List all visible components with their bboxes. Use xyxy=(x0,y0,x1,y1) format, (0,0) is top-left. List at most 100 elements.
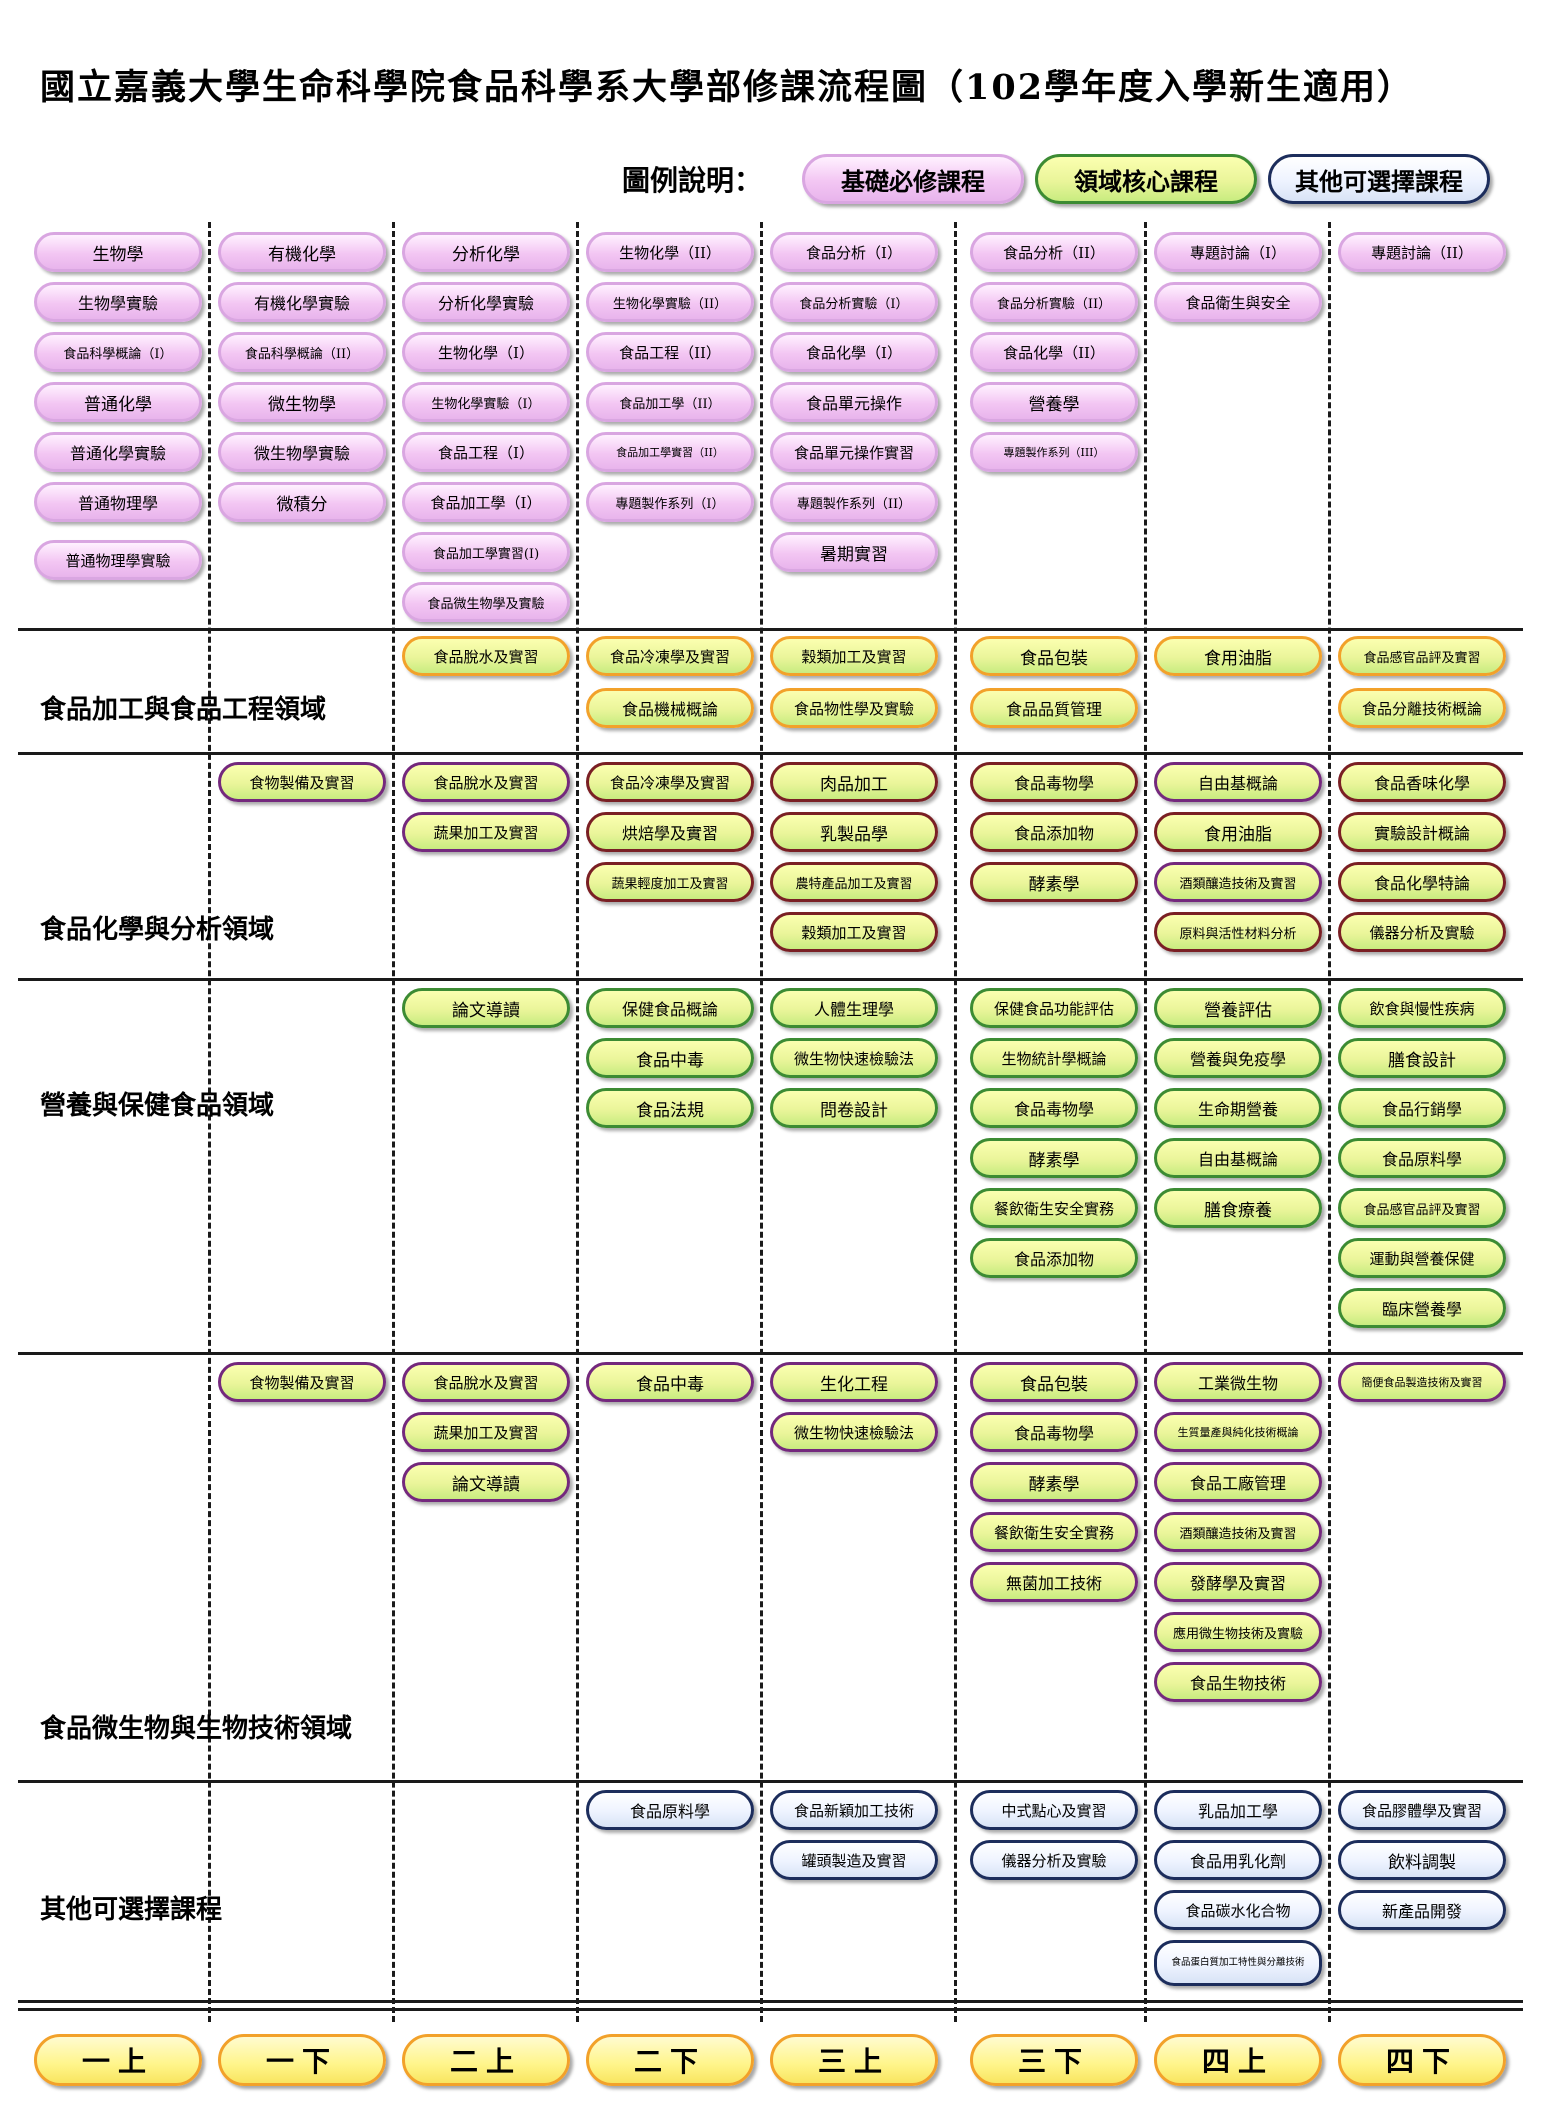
course-electives: 食品碳水化合物 xyxy=(1154,1890,1322,1930)
course-label: 有機化學 xyxy=(268,244,336,265)
course-label: 食品科學概論（I） xyxy=(63,346,173,362)
course-label: 酒類釀造技術及實習 xyxy=(1179,1526,1297,1542)
course-nutrition: 人體生理學 xyxy=(770,988,938,1028)
course-processing: 食品感官品評及實習 xyxy=(1338,636,1506,676)
course-label: 營養與免疫學 xyxy=(1189,1050,1286,1069)
course-label: 酵素學 xyxy=(1028,1150,1080,1171)
course-label: 罐頭製造及實習 xyxy=(801,1851,907,1870)
course-microbiology: 餐飲衛生安全實務 xyxy=(970,1512,1138,1552)
course-processing: 食品機械概論 xyxy=(586,688,754,728)
course-required: 分析化學 xyxy=(402,232,570,272)
course-label: 人體生理學 xyxy=(813,1000,894,1019)
course-required: 食品分析實驗（II） xyxy=(970,282,1138,322)
course-processing: 食品包裝 xyxy=(970,636,1138,676)
course-required: 普通物理學實驗 xyxy=(34,540,202,580)
course-label: 食用油脂 xyxy=(1204,648,1272,669)
course-label: 有機化學實驗 xyxy=(253,294,350,313)
course-label: 食品蛋白質加工特性與分離技術 xyxy=(1171,1956,1305,1968)
row-divider xyxy=(18,1352,1523,1355)
course-nutrition: 自由基概論 xyxy=(1154,1138,1322,1178)
course-nutrition: 生命期營養 xyxy=(1154,1088,1322,1128)
course-processing: 食品脫水及實習 xyxy=(402,636,570,676)
course-chemistry: 食物製備及實習 xyxy=(218,762,386,802)
course-microbiology: 無菌加工技術 xyxy=(970,1562,1138,1602)
course-label: 食品微生物學及實驗 xyxy=(427,596,545,612)
course-microbiology: 簡便食品製造技術及實習 xyxy=(1338,1362,1506,1402)
course-label: 食品工程（II） xyxy=(619,343,721,362)
row-divider xyxy=(18,628,1523,631)
course-label: 食品脫水及實習 xyxy=(433,647,539,666)
course-label: 食用油脂 xyxy=(1204,824,1272,845)
course-label: 食品冷凍學及實習 xyxy=(609,647,730,666)
course-electives: 食品用乳化劑 xyxy=(1154,1840,1322,1880)
course-label: 中式點心及實習 xyxy=(1001,1801,1107,1820)
course-required: 有機化學實驗 xyxy=(218,282,386,322)
course-required: 專題製作系列（II） xyxy=(770,482,938,522)
course-label: 食物製備及實習 xyxy=(249,773,355,792)
course-label: 穀類加工及實習 xyxy=(801,647,907,666)
course-chemistry: 食品添加物 xyxy=(970,812,1138,852)
legend-basic-required: 基礎必修課程 xyxy=(802,154,1024,204)
course-label: 食品物性學及實驗 xyxy=(793,699,914,718)
course-chemistry: 穀類加工及實習 xyxy=(770,912,938,952)
course-label: 發酵學及實習 xyxy=(1189,1574,1286,1593)
course-required: 食品分析（I） xyxy=(770,232,938,272)
course-label: 論文導讀 xyxy=(452,1000,520,1021)
course-microbiology: 生質量產與純化技術概論 xyxy=(1154,1412,1322,1452)
course-label: 酒類釀造技術及實習 xyxy=(1179,876,1297,892)
course-label: 食品原料學 xyxy=(1381,1150,1462,1169)
course-label: 食品工廠管理 xyxy=(1189,1474,1286,1493)
course-chemistry: 食品冷凍學及實習 xyxy=(586,762,754,802)
course-required: 專題製作系列（III） xyxy=(970,432,1138,472)
row-divider xyxy=(18,978,1523,981)
course-label: 食物製備及實習 xyxy=(249,1373,355,1392)
term-3-first: 三上 xyxy=(770,2034,938,2086)
course-label: 微生物學實驗 xyxy=(253,444,350,463)
row-divider xyxy=(18,2000,1523,2003)
course-label: 食品香味化學 xyxy=(1373,774,1470,793)
course-required: 生物化學實驗（I） xyxy=(402,382,570,422)
course-label: 簡便食品製造技術及實習 xyxy=(1361,1376,1483,1389)
course-required: 普通化學 xyxy=(34,382,202,422)
course-label: 生物統計學概論 xyxy=(1001,1049,1107,1068)
course-label: 專題討論（I） xyxy=(1190,243,1286,262)
course-nutrition: 餐飲衛生安全實務 xyxy=(970,1188,1138,1228)
course-label: 自由基概論 xyxy=(1197,774,1278,793)
course-label: 食品化學（II） xyxy=(1003,343,1105,362)
course-required: 暑期實習 xyxy=(770,532,938,572)
course-nutrition: 食品行銷學 xyxy=(1338,1088,1506,1128)
domain-label-other: 其他可選擇課程 xyxy=(40,1895,223,1925)
course-required: 微積分 xyxy=(218,482,386,522)
course-microbiology: 食品毒物學 xyxy=(970,1412,1138,1452)
course-chemistry: 酵素學 xyxy=(970,862,1138,902)
course-label: 蔬果加工及實習 xyxy=(433,1423,539,1442)
course-label: 食品感官品評及實習 xyxy=(1363,1202,1481,1218)
course-chemistry: 蔬果輕度加工及實習 xyxy=(586,862,754,902)
course-label: 應用微生物技術及實驗 xyxy=(1172,1626,1303,1642)
page-title: 國立嘉義大學生命科學院食品科學系大學部修課流程圖（102學年度入學新生適用） xyxy=(40,67,1415,108)
course-label: 酵素學 xyxy=(1028,1474,1080,1495)
course-required: 食品微生物學及實驗 xyxy=(402,582,570,622)
course-label: 食品碳水化合物 xyxy=(1185,1901,1291,1920)
course-required: 食品化學（I） xyxy=(770,332,938,372)
term-4-first: 四上 xyxy=(1154,2034,1322,2086)
course-label: 食品毒物學 xyxy=(1013,774,1094,793)
course-label: 穀類加工及實習 xyxy=(801,923,907,942)
course-electives: 新產品開發 xyxy=(1338,1890,1506,1930)
course-required: 食品加工學（I） xyxy=(402,482,570,522)
course-required: 食品工程（II） xyxy=(586,332,754,372)
course-required: 有機化學 xyxy=(218,232,386,272)
course-nutrition: 膳食設計 xyxy=(1338,1038,1506,1078)
course-required: 食品加工學（II） xyxy=(586,382,754,422)
course-electives: 儀器分析及實驗 xyxy=(970,1840,1138,1880)
course-label: 普通化學實驗 xyxy=(69,444,166,463)
course-microbiology: 蔬果加工及實習 xyxy=(402,1412,570,1452)
course-nutrition: 生物統計學概論 xyxy=(970,1038,1138,1078)
course-nutrition: 微生物快速檢驗法 xyxy=(770,1038,938,1078)
course-label: 乳品加工學 xyxy=(1197,1802,1278,1821)
row-divider xyxy=(18,2008,1523,2011)
course-microbiology: 論文導讀 xyxy=(402,1462,570,1502)
course-chemistry: 農特產品加工及實習 xyxy=(770,862,938,902)
course-label: 食品毒物學 xyxy=(1013,1424,1094,1443)
course-label: 實驗設計概論 xyxy=(1373,824,1470,843)
